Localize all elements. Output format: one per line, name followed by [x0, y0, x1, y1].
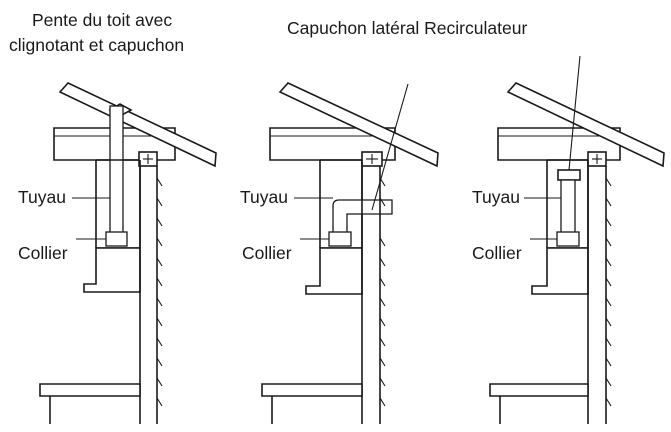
roof-rafter [278, 82, 439, 168]
range-hood [305, 247, 363, 295]
label-clamp: Collier [472, 243, 522, 263]
range-hood [83, 247, 141, 293]
recirculator-grille [557, 169, 581, 181]
vent-pipe [109, 105, 124, 237]
label-pipe: Tuyau [240, 187, 288, 207]
front-wall [139, 160, 158, 424]
label-clamp: Collier [242, 243, 292, 263]
roof-rafter [506, 82, 665, 168]
panel-wall-cap: Tuyau Collier [240, 82, 439, 424]
panel-roof-vent: Tuyau Collier [18, 82, 217, 424]
pipe-collar [105, 231, 128, 247]
siding-marks [379, 177, 386, 407]
title-roof-line1: Pente du toit avec [32, 10, 172, 30]
siding-marks [605, 177, 612, 407]
label-pipe: Tuyau [18, 187, 66, 207]
vent-pipe [560, 179, 576, 237]
label-pipe: Tuyau [472, 187, 520, 207]
vent-pipe-elbow [332, 199, 393, 237]
pipe-collar [328, 231, 352, 247]
title-wall-recirc: Capuchon latéral Recirculateur [287, 18, 527, 38]
pipe-collar [556, 231, 580, 247]
siding-marks [156, 177, 163, 407]
label-clamp: Collier [18, 243, 68, 263]
front-wall [587, 160, 607, 424]
front-wall [361, 160, 381, 424]
countertop [39, 383, 141, 397]
range-hood [531, 247, 589, 295]
panel-recirculator: Tuyau Collier [472, 55, 665, 424]
countertop [261, 383, 363, 397]
roof-rafter [58, 82, 217, 168]
title-roof-line2: clignotant et capuchon [9, 35, 184, 55]
countertop [489, 383, 589, 397]
